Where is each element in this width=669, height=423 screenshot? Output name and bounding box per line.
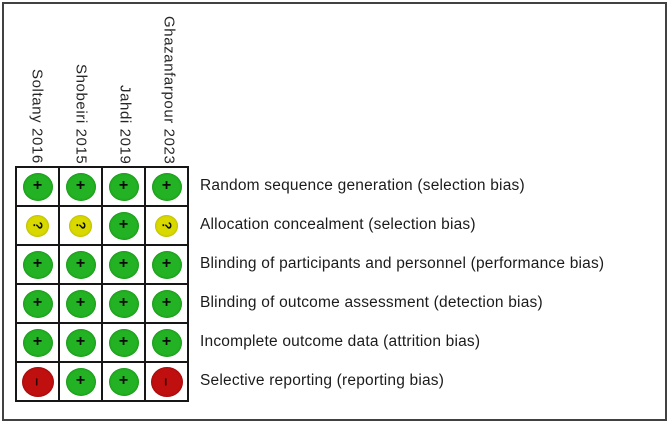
bias-row-label: Incomplete outcome data (attrition bias) [200,332,481,350]
study-header: Soltany 2016 [15,6,59,164]
unclear-risk-icon: ? [69,214,92,237]
bias-row-label: Selective reporting (reporting bias) [200,371,445,389]
rating-symbol: + [118,294,129,311]
rating-symbol: + [32,255,43,272]
rating-symbol: + [118,177,129,194]
bias-row-label: Blinding of outcome assessment (detectio… [200,293,543,311]
rating-cell: + [16,284,59,323]
study-header: Jahdi 2019 [103,6,147,164]
study-header: Shobeiri 2015 [59,6,103,164]
rating-cell: + [145,167,188,206]
bias-domain-labels: Random sequence generation (selection bi… [200,166,663,400]
study-name: Shobeiri 2015 [72,63,90,164]
low-risk-icon: + [65,250,96,279]
rating-symbol: + [75,177,86,194]
rating-grid: + + + +?? +? + + + + + + + + + + + + − + + − [15,166,189,402]
low-risk-icon: + [108,289,139,318]
rating-symbol: + [75,255,86,272]
unclear-risk-icon: ? [26,214,49,237]
rating-symbol: + [118,216,129,233]
rating-symbol: + [161,177,172,194]
bias-row-label: Allocation concealment (selection bias) [200,215,476,233]
rating-symbol: + [118,372,129,389]
rating-cell: + [102,284,145,323]
low-risk-icon: + [108,172,139,201]
low-risk-icon: + [22,250,53,279]
rating-symbol: + [32,333,43,350]
low-risk-icon: + [108,328,139,357]
rating-cell: + [102,362,145,401]
rating-cell: + [145,284,188,323]
rating-symbol: + [161,333,172,350]
rating-symbol: + [75,333,86,350]
rating-cell: ? [145,206,188,245]
rating-cell: ? [59,206,102,245]
study-name: Soltany 2016 [28,69,46,164]
low-risk-icon: + [151,250,182,279]
rating-symbol: + [32,294,43,311]
rating-symbol: ? [29,221,45,230]
low-risk-icon: + [65,289,96,318]
low-risk-icon: + [65,328,96,357]
rating-cell: + [16,167,59,206]
rating-cell: ? [16,206,59,245]
rating-symbol: ? [158,221,174,230]
low-risk-icon: + [151,328,182,357]
rating-cell: + [16,323,59,362]
rating-cell: + [59,245,102,284]
high-risk-icon: − [150,366,183,397]
rating-cell: + [102,206,145,245]
rating-cell: + [145,323,188,362]
study-name: Ghazanfarpour 2023 [160,15,178,164]
low-risk-icon: + [22,328,53,357]
rating-cell: + [59,284,102,323]
low-risk-icon: + [108,250,139,279]
rating-symbol: + [32,177,43,194]
low-risk-icon: + [151,172,182,201]
rating-symbol: − [158,377,175,386]
rating-cell: + [59,362,102,401]
study-header: Ghazanfarpour 2023 [147,6,191,164]
rating-cell: − [145,362,188,401]
rating-cell: − [16,362,59,401]
study-name: Jahdi 2019 [116,84,134,164]
rating-cell: + [59,167,102,206]
rating-cell: + [16,245,59,284]
rating-cell: + [145,245,188,284]
rating-symbol: + [75,294,86,311]
rating-cell: + [102,167,145,206]
unclear-risk-icon: ? [155,214,178,237]
low-risk-icon: + [108,367,139,396]
rating-cell: + [102,245,145,284]
rating-symbol: + [75,372,86,389]
high-risk-icon: − [21,366,54,397]
low-risk-icon: + [65,367,96,396]
rating-symbol: + [161,294,172,311]
rating-symbol: − [29,377,46,386]
low-risk-icon: + [22,172,53,201]
low-risk-icon: + [22,289,53,318]
rating-cell: + [59,323,102,362]
rating-cell: + [102,323,145,362]
low-risk-icon: + [108,211,139,240]
rating-symbol: + [118,333,129,350]
low-risk-icon: + [151,289,182,318]
low-risk-icon: + [65,172,96,201]
bias-row-label: Blinding of participants and personnel (… [200,254,605,272]
rating-symbol: + [118,255,129,272]
rating-symbol: ? [72,221,88,230]
rating-symbol: + [161,255,172,272]
study-headers: Soltany 2016 Shobeiri 2015 Jahdi 2019 Ghaza… [15,6,191,164]
bias-row-label: Random sequence generation (selection bi… [200,176,525,194]
